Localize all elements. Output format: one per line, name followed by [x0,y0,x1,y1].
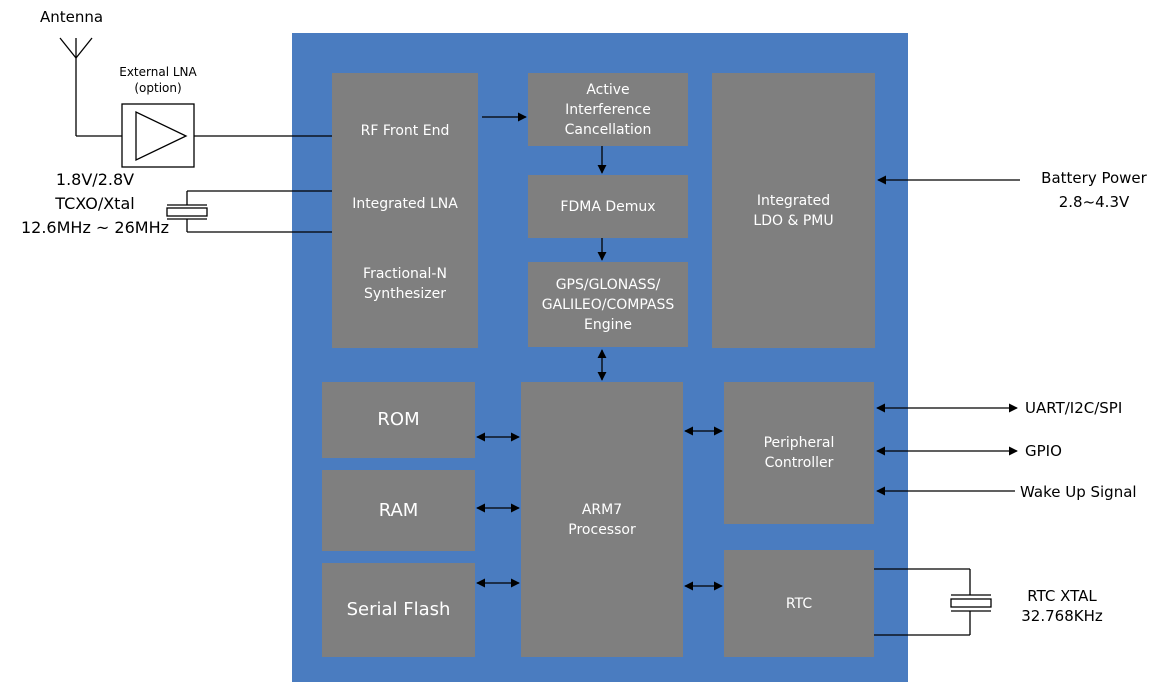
arm-line2: Processor [568,521,636,538]
rom-label: ROM [377,409,420,430]
peripheral-controller-block: Peripheral Controller [724,382,874,524]
battery-power-label: Battery Power 2.8~4.3V [1023,166,1165,214]
rtc-crystal-icon [874,568,992,636]
ldo-pmu-block: Integrated LDO & PMU [712,73,875,348]
rtc-xtal-label: RTC XTAL 32.768KHz [1002,586,1122,626]
periph-line2: Controller [764,455,834,471]
aic-line3: Cancellation [564,121,652,138]
rf-block [332,73,478,348]
aic-line2: Interference [565,101,651,118]
rtc-block: RTC [724,550,874,657]
uart-i2c-spi-label: UART/I2C/SPI [1025,399,1123,417]
tcxo-line1: 1.8V/2.8V [55,170,135,189]
fdma-demux-label: FDMA Demux [560,198,656,215]
ram-label: RAM [378,499,419,521]
battery-line2: 2.8~4.3V [1058,193,1130,211]
antenna-icon [59,37,93,136]
tcxo-line2: TCXO/Xtal [55,194,135,213]
ldo-line1: Integrated [756,192,831,209]
external-lna-amplifier-icon [121,103,195,168]
rom-block: ROM [322,382,475,458]
tcxo-line3: 12.6MHz ~ 26MHz [20,218,170,237]
wake-up-signal-label: Wake Up Signal [1020,483,1137,501]
ram-block: RAM [322,470,475,551]
aic-line1: Active [586,81,630,98]
arm-line1: ARM7 [581,501,623,518]
engine-line1: GPS/GLONASS/ [555,276,661,293]
serial-flash-block: Serial Flash [322,563,475,657]
antenna-label: Antenna [40,8,104,26]
synthesizer-label-line2: Synthesizer [364,286,446,302]
tcxo-crystal-icon [166,190,332,233]
rf-front-end-label: RF Front End [360,123,450,139]
external-lna-line2: (option) [134,81,182,95]
fdma-demux-block: FDMA Demux [528,175,688,238]
rtc-xtal-line2: 32.768KHz [1021,607,1103,625]
rtc-label: RTC [785,595,813,612]
integrated-lna-label: Integrated LNA [352,196,458,212]
serial-flash-label: Serial Flash [346,599,451,620]
rtc-xtal-line1: RTC XTAL [1027,587,1097,605]
tcxo-label: 1.8V/2.8V TCXO/Xtal 12.6MHz ~ 26MHz [20,168,170,240]
external-lna-line1: External LNA [119,65,197,79]
arm7-processor-block: ARM7 Processor [521,382,683,657]
synthesizer-label-line1: Fractional-N [363,266,447,282]
periph-line1: Peripheral [763,435,835,451]
external-lna-label: External LNA (option) [110,64,206,96]
engine-line3: Engine [584,316,632,333]
synthesizer-label: Fractional-N Synthesizer [332,264,478,304]
battery-line1: Battery Power [1041,169,1147,187]
ldo-line2: LDO & PMU [753,212,834,229]
gpio-label: GPIO [1025,442,1062,460]
engine-line2: GALILEO/COMPASS [541,296,675,313]
gnss-engine-block: GPS/GLONASS/ GALILEO/COMPASS Engine [528,262,688,347]
active-interference-cancellation-block: Active Interference Cancellation [528,73,688,146]
